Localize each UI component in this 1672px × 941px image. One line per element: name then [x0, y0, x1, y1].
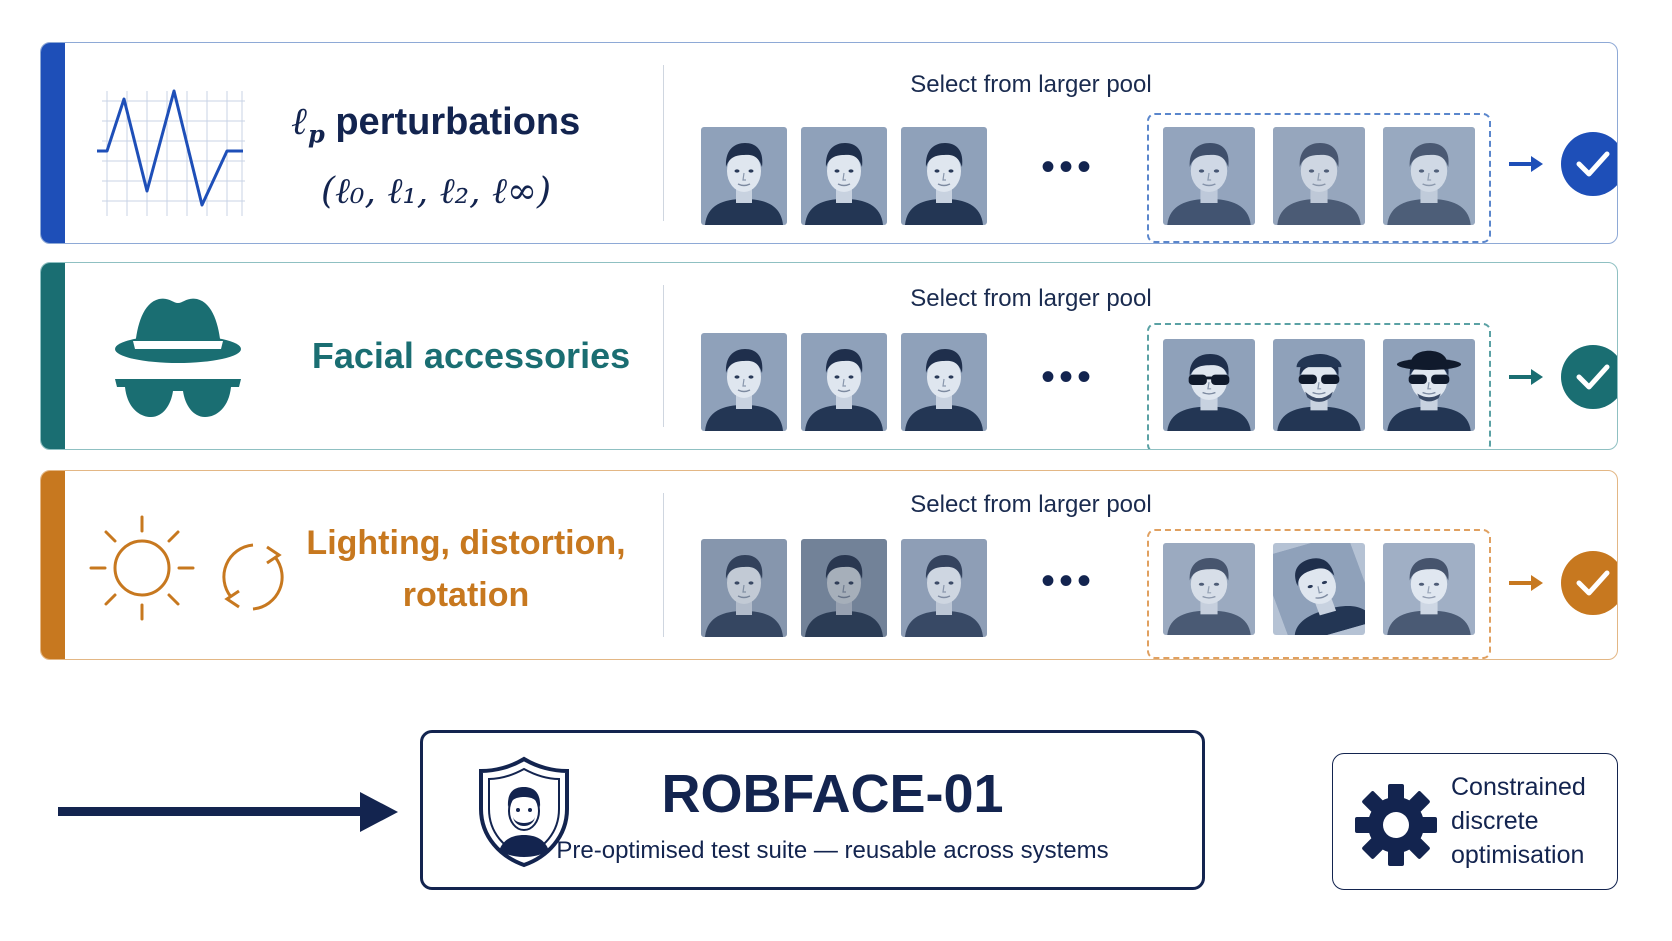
check-icon — [1561, 345, 1617, 409]
selected-faces — [1163, 339, 1475, 431]
arrow-right-icon — [1509, 156, 1543, 172]
hat-sunglasses-icon — [115, 298, 241, 417]
suite-title: ROBFACE-01 — [661, 764, 1004, 824]
lighting-label-line2: rotation — [402, 576, 530, 614]
face-cap-sunglasses-thumbnail — [1273, 339, 1365, 431]
face-thumbnail — [801, 333, 887, 431]
face-thumbnail — [901, 333, 987, 431]
face-hat-sunglasses-thumbnail — [1383, 339, 1475, 431]
lighting-label: Lighting, distortion, rotation — [301, 517, 631, 621]
face-distorted-thumbnail — [1163, 543, 1255, 635]
gear-icon — [1355, 784, 1437, 866]
arrow-right-icon — [1509, 369, 1543, 385]
selected-faces — [1163, 127, 1475, 225]
row-divider — [663, 493, 664, 637]
face-thumbnail — [701, 127, 787, 225]
face-thumbnail — [701, 333, 787, 431]
face-noise-thumbnail — [1383, 127, 1475, 225]
check-icon — [1561, 551, 1617, 615]
selected-box — [1147, 113, 1491, 243]
side-line1: Constrained — [1451, 773, 1586, 801]
candidate-pool — [701, 333, 987, 431]
row-accent-bar — [41, 471, 65, 659]
candidate-pool — [701, 127, 987, 225]
selected-box — [1147, 323, 1491, 449]
suite-subtitle: Pre-optimised test suite — reusable acro… — [556, 837, 1109, 864]
row-accent-bar — [41, 43, 65, 243]
row-accent-bar — [41, 263, 65, 449]
ellipsis: ••• — [1041, 559, 1096, 603]
waveform-grid-icon — [97, 89, 245, 216]
ellipsis: ••• — [1041, 355, 1096, 399]
pool-title: Select from larger pool — [910, 491, 1152, 518]
face-thumbnail — [701, 539, 787, 637]
lp-norms: (ℓ₀, ℓ₁, ℓ₂, ℓ∞) — [320, 170, 551, 212]
candidate-pool — [701, 539, 987, 637]
face-sunglasses-thumbnail — [1163, 339, 1255, 431]
lighting-distortion-row: Lighting, distortion, rotation Select fr… — [40, 470, 1618, 660]
big-arrow-right-icon — [58, 792, 398, 832]
row-divider — [663, 65, 664, 221]
face-thumbnail — [801, 127, 887, 225]
check-icon — [1561, 132, 1617, 196]
face-lit-thumbnail — [1383, 543, 1475, 635]
lp-label-line1: perturbations — [335, 101, 581, 143]
face-dark-thumbnail — [801, 539, 887, 637]
facial-accessories-label: Facial accessories — [311, 335, 631, 376]
facial-accessories-row: Facial accessories Select from larger po… — [40, 262, 1618, 450]
face-noise-thumbnail — [1163, 127, 1255, 225]
shield-face-icon — [479, 756, 569, 868]
optimisation-text: Constrained discrete optimisation — [1451, 770, 1586, 872]
rotate-icon — [222, 543, 284, 611]
side-line3: optimisation — [1451, 841, 1585, 869]
face-thumbnail — [901, 539, 987, 637]
ell-symbol: ℓ — [291, 98, 308, 143]
lp-perturbation-row: ℓp perturbations (ℓ₀, ℓ₁, ℓ₂, ℓ∞) Select… — [40, 42, 1618, 244]
lighting-label-line1: Lighting, distortion, — [306, 524, 626, 562]
ell-subscript: p — [308, 119, 325, 149]
selected-box — [1147, 529, 1491, 659]
pool-title: Select from larger pool — [910, 285, 1152, 312]
pool-title: Select from larger pool — [910, 71, 1152, 98]
robface-suite-box: ROBFACE-01 Pre-optimised test suite — re… — [420, 730, 1205, 890]
selected-faces — [1163, 543, 1475, 635]
ellipsis: ••• — [1041, 145, 1096, 189]
row-divider — [663, 285, 664, 427]
face-thumbnail — [901, 127, 987, 225]
side-line2: discrete — [1451, 807, 1539, 835]
face-noise-thumbnail — [1273, 127, 1365, 225]
optimisation-box: Constrained discrete optimisation — [1332, 753, 1618, 890]
lp-label: ℓp perturbations (ℓ₀, ℓ₁, ℓ₂, ℓ∞) — [286, 93, 586, 220]
face-rotated-thumbnail — [1273, 543, 1365, 635]
arrow-right-icon — [1509, 575, 1543, 591]
sun-icon — [89, 515, 195, 621]
